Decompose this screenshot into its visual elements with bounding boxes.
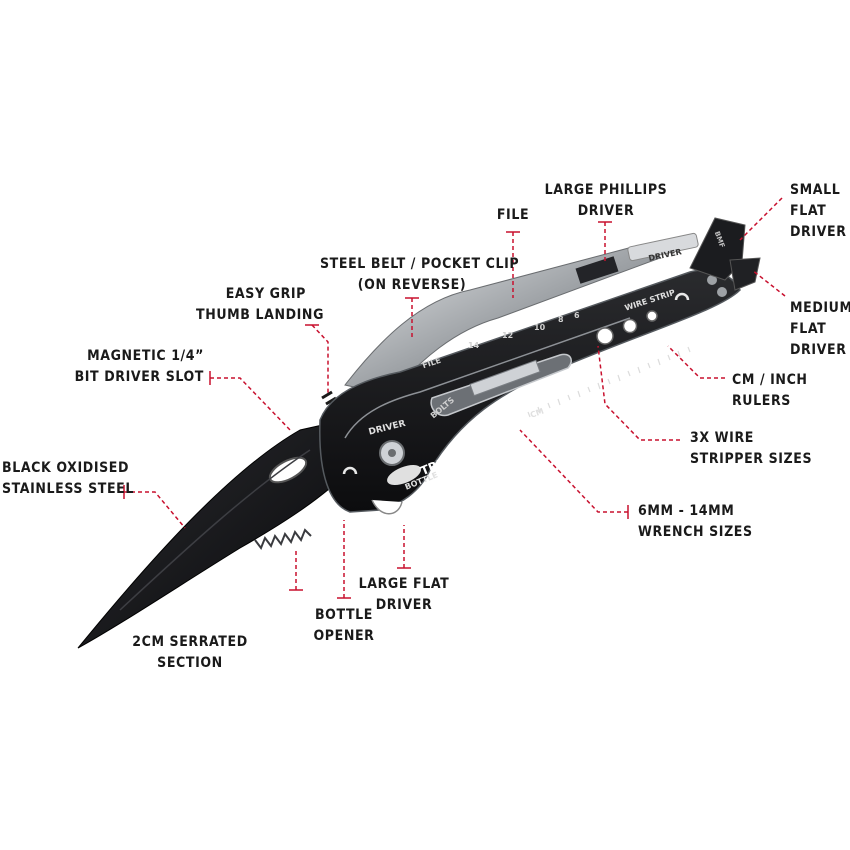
driver-head: [575, 217, 761, 291]
label-line: 3X WIRE: [690, 430, 754, 446]
label-line: DRIVER: [375, 597, 433, 613]
label-small-flat-driver: SMALL FLAT DRIVER: [790, 180, 847, 243]
label-line: STEEL BELT / POCKET CLIP: [320, 256, 520, 272]
ruler-ticks: [527, 346, 691, 418]
label-line: THUMB LANDING: [196, 307, 325, 323]
brand-logo-badge: [387, 464, 421, 486]
label-line: FILE: [496, 207, 530, 223]
label-line: SMALL: [790, 182, 841, 198]
leader-rulers: [667, 345, 725, 379]
blade: [77, 419, 351, 649]
label-line: DRIVER: [577, 203, 635, 219]
label-wrench-sizes: 6MM - 14MM WRENCH SIZES: [638, 501, 753, 543]
wrench-size-10: 10: [534, 323, 546, 332]
wire-hole-2: [622, 318, 638, 334]
label-magnetic-bit-slot: MAGNETIC 1/4” BIT DRIVER SLOT: [70, 346, 204, 388]
label-serrated-section: 2CM SERRATED SECTION: [130, 632, 250, 674]
leader-small-flat: [739, 197, 783, 241]
tool-body: [319, 269, 741, 515]
label-file: FILE: [483, 205, 543, 226]
leader-wrench: [519, 429, 628, 513]
wrench-size-6: 6: [574, 311, 580, 320]
phillips-tab: [627, 232, 699, 262]
label-black-oxidised: BLACK OXIDISED STAINLESS STEEL: [2, 458, 134, 500]
label-bottle-opener: BOTTLE OPENER: [306, 605, 382, 647]
label-line: BOTTLE: [314, 607, 374, 623]
label-line: (ON REVERSE): [357, 277, 467, 293]
label-line: BLACK OXIDISED: [2, 460, 130, 476]
label-large-flat-driver: LARGE FLAT DRIVER: [356, 574, 452, 616]
label-line: MEDIUM: [790, 300, 850, 316]
label-line: CM / INCH: [732, 372, 808, 388]
leader-medium-flat: [751, 269, 786, 297]
label-line: 6MM - 14MM: [638, 503, 735, 519]
label-line: STRIPPER SIZES: [690, 451, 813, 467]
label-easy-grip: EASY GRIP THUMB LANDING: [196, 284, 325, 326]
leader-oxidised: [124, 491, 186, 529]
label-line: 2CM SERRATED: [132, 634, 248, 650]
label-line: FLAT: [790, 321, 827, 337]
label-line: DRIVER: [790, 224, 847, 240]
label-line: SECTION: [157, 655, 223, 671]
leader-stripper: [597, 345, 680, 441]
hex-bit: [469, 359, 541, 397]
label-belt-clip: STEEL BELT / POCKET CLIP (ON REVERSE): [320, 254, 520, 296]
serrated-edge: [254, 528, 312, 551]
label-line: EASY GRIP: [225, 286, 306, 302]
magnet-symbol-1: [342, 466, 358, 475]
label-line: STAINLESS STEEL: [2, 481, 134, 497]
leader-magnetic: [210, 377, 293, 433]
wrench-size-12: 12: [502, 331, 513, 340]
wrench-size-14: 14: [468, 341, 480, 350]
wire-hole-3: [646, 310, 658, 322]
label-line: RULERS: [732, 393, 791, 409]
label-large-phillips-driver: LARGE PHILLIPS DRIVER: [536, 180, 676, 222]
label-line: LARGE PHILLIPS: [544, 182, 668, 198]
label-line: FLAT: [790, 203, 827, 219]
cm-text: CM: [529, 407, 545, 420]
wrench-size-8: 8: [558, 315, 564, 324]
label-line: DRIVER: [790, 342, 847, 358]
leader-easy-grip: [311, 324, 329, 395]
label-medium-flat-driver: MEDIUM FLAT DRIVER: [790, 298, 850, 361]
leader-lines: [123, 197, 786, 599]
label-line: BIT DRIVER SLOT: [74, 369, 204, 385]
label-line: MAGNETIC 1/4”: [87, 348, 204, 364]
wire-hole-1: [596, 327, 614, 345]
magnet-symbol-2: [674, 292, 690, 301]
label-line: WRENCH SIZES: [638, 524, 753, 540]
label-rulers: CM / INCH RULERS: [732, 370, 808, 412]
label-line: OPENER: [313, 628, 375, 644]
label-wire-stripper: 3X WIRE STRIPPER SIZES: [690, 428, 812, 470]
label-line: LARGE FLAT: [358, 576, 450, 592]
bottle-notch: [371, 499, 403, 515]
